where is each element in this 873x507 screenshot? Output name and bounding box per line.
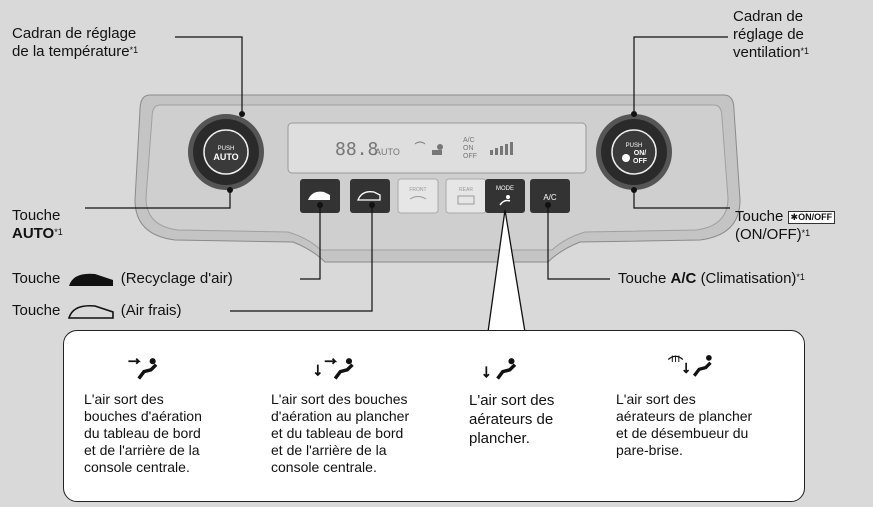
fan-dial-line3: ventilation [733, 44, 801, 61]
temp-dial-note: *1 [129, 45, 139, 55]
mode-floor-defrost-line: et de désembueur du [616, 425, 749, 441]
callout-ac-button: Touche A/C (Climatisation)*1 [618, 270, 805, 288]
fresh-air-icon [67, 304, 114, 319]
onoff-fan-icon: ✱ON/OFF [787, 210, 836, 224]
callout-fan-dial: Cadran de réglage de ventilation*1 [733, 8, 809, 62]
mode-floor-dashboard-line: et de l'arrière de la [271, 442, 387, 458]
callout-onoff-button: Touche ✱ON/OFF (ON/OFF)*1 [735, 208, 836, 244]
onoff-button-suffix: (ON/OFF) [735, 226, 802, 243]
fan-dial[interactable]: PUSH ON/ OFF [596, 114, 672, 190]
mode-floor-dashboard-line: console centrale. [271, 459, 377, 475]
mode-dashboard-line: console centrale. [84, 459, 190, 475]
temp-dial-auto-label: AUTO [213, 152, 238, 162]
ac-button-name: A/C [670, 270, 697, 287]
onoff-icon-off: OFF [814, 211, 833, 222]
leader-dots [227, 111, 637, 208]
temp-dial-push-label: PUSH [218, 146, 235, 152]
recirc-button-suffix: (Recyclage d'air) [120, 270, 233, 287]
fan-dial-line2: réglage de [733, 26, 804, 43]
fresh-button-suffix: (Air frais) [120, 302, 182, 319]
ac-button-prefix: Touche [618, 270, 667, 287]
mode-floor-dashboard: L'air sort des bouches d'aération au pla… [271, 357, 410, 476]
front-defrost-button[interactable]: FRONT [397, 178, 439, 214]
onoff-button-prefix: Touche [735, 208, 784, 225]
display-ac: A/C [463, 137, 475, 144]
temperature-dial[interactable]: PUSH AUTO [188, 114, 264, 190]
mode-floor-dashboard-line: et du tableau de bord [271, 425, 404, 441]
floor-vent-mode-icon [483, 358, 517, 380]
mode-floor-dashboard-line: L'air sort des bouches [271, 391, 408, 407]
recirculation-icon [68, 273, 113, 287]
recirculation-button[interactable] [300, 179, 340, 213]
floor-defrost-mode-icon [667, 355, 712, 377]
fan-dial-off-label: OFF [633, 158, 648, 165]
mode-dashboard-line: bouches d'aération [84, 408, 202, 424]
callout-recirc-button: Touche (Recyclage d'air) [12, 270, 233, 288]
callout-auto-button: Touche AUTO*1 [12, 207, 63, 243]
rear-defrost-button[interactable]: REAR [445, 178, 487, 214]
temp-dial-line2: de la température [12, 43, 130, 60]
display-off: OFF [463, 153, 477, 160]
dashboard-vent-mode-icon [128, 357, 158, 380]
display-on: ON [463, 145, 474, 152]
fan-icon [622, 154, 630, 162]
mode-button[interactable]: MODE [485, 179, 525, 213]
floor-dashboard-vent-mode-icon [314, 357, 354, 380]
mode-floor-defrost: L'air sort des aérateurs de plancher et … [616, 355, 753, 459]
mode-floor: L'air sort des aérateurs de plancher. [469, 358, 555, 448]
center-display [287, 122, 587, 174]
rear-defrost-label: REAR [459, 187, 473, 193]
onoff-icon-on: ON/ [798, 211, 815, 222]
display-defrost-icon [414, 141, 426, 145]
fresh-button-prefix: Touche [12, 302, 61, 319]
leader-lines [85, 36, 730, 312]
mode-dashboard-line: du tableau de bord [84, 425, 201, 441]
display-vent-icon [432, 144, 443, 155]
mode-floor-defrost-line: pare-brise. [616, 442, 683, 458]
display-fan-level-icon [490, 142, 513, 155]
mode-floor-line: L'air sort des [469, 392, 555, 409]
ac-button-note: *1 [796, 272, 805, 282]
display-temperature: 88.8 [335, 139, 378, 160]
recirc-button-prefix: Touche [12, 270, 61, 287]
mode-dashboard-line: L'air sort des [84, 391, 164, 407]
fan-dial-line1: Cadran de [733, 8, 804, 25]
auto-button-note: *1 [54, 227, 63, 237]
fan-dial-on-label: ON/ [634, 150, 647, 157]
callout-temperature-dial: Cadran de réglage de la température*1 [12, 25, 138, 61]
mode-floor-line: plancher. [469, 430, 530, 447]
mode-floor-line: aérateurs de [469, 411, 554, 428]
ac-button-suffix: (Climatisation) [700, 270, 797, 287]
front-defrost-label: FRONT [409, 187, 426, 193]
fresh-air-button[interactable] [350, 179, 390, 213]
temp-dial-line1: Cadran de réglage [12, 25, 137, 42]
ac-button[interactable]: A/C [530, 179, 570, 213]
mode-button-label: MODE [496, 186, 514, 192]
mode-floor-dashboard-line: d'aération au plancher [271, 408, 410, 424]
auto-button-name: AUTO [12, 225, 55, 242]
fan-dial-push-label: PUSH [626, 143, 643, 149]
mode-floor-defrost-line: aérateurs de plancher [616, 408, 753, 424]
ac-button-label: A/C [543, 193, 557, 202]
mode-dashboard-line: et de l'arrière de la [84, 442, 200, 458]
mode-floor-defrost-line: L'air sort des [616, 391, 696, 407]
onoff-button-note: *1 [801, 228, 811, 238]
mode-dashboard: L'air sort des bouches d'aération du tab… [84, 357, 202, 476]
mode-info-box: L'air sort des bouches d'aération du tab… [63, 330, 805, 502]
display-auto: AUTO [375, 147, 400, 157]
fan-dial-note: *1 [800, 46, 810, 56]
callout-fresh-button: Touche (Air frais) [12, 302, 182, 320]
auto-button-prefix: Touche [12, 207, 61, 224]
